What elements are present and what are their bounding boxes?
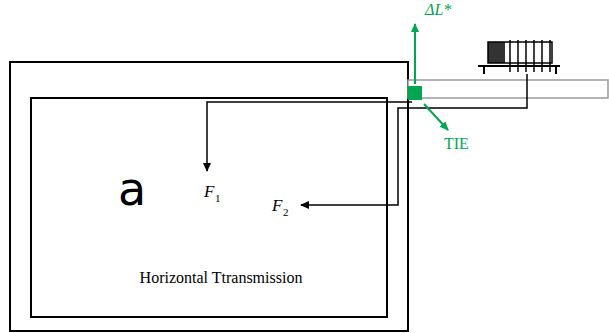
rail-bar xyxy=(408,80,608,98)
box-title: Horizontal Ttransmission xyxy=(140,270,303,286)
tie-point xyxy=(408,86,422,100)
green-arrow xyxy=(414,24,416,84)
device xyxy=(478,40,560,74)
force-arrow xyxy=(207,102,412,171)
green-arrow xyxy=(424,104,448,130)
force-subscript: 2 xyxy=(283,207,289,218)
transmission-box: Horizontal Ttransmission xyxy=(30,97,388,318)
tie-label: TIE xyxy=(444,136,469,152)
force-subscript: 1 xyxy=(215,193,221,204)
force-arrow xyxy=(301,74,527,205)
panel-letter: a xyxy=(118,166,146,212)
force-symbol: F xyxy=(272,197,282,214)
force-symbol: F xyxy=(204,183,214,200)
delta-label: ΔL* xyxy=(425,2,451,18)
